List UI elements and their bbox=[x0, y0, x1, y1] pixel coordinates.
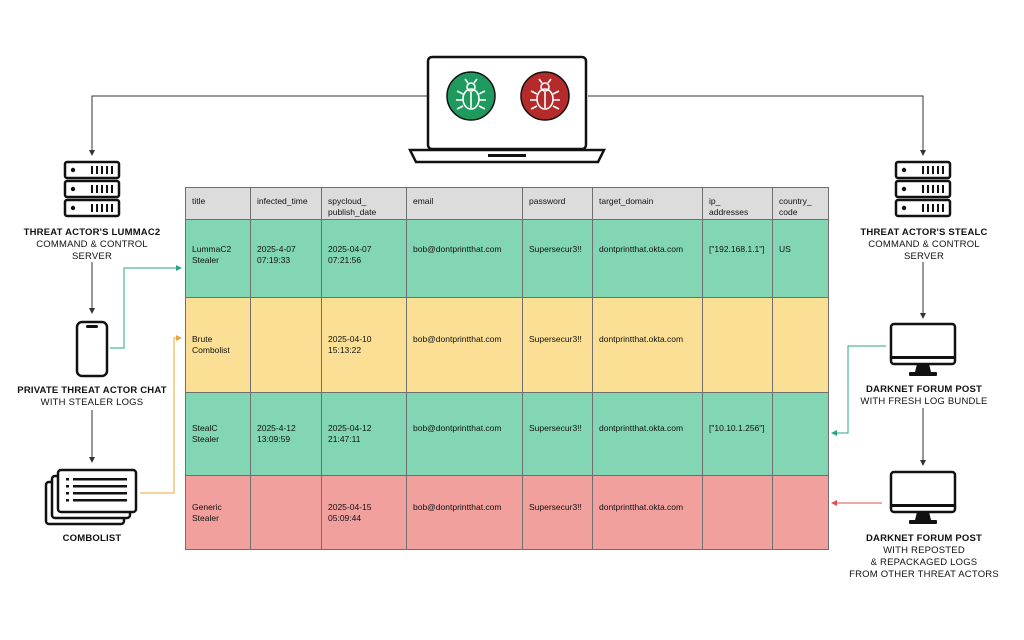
lummac2-server-title: THREAT ACTOR'S LUMMAC2 bbox=[23, 227, 161, 238]
cell-email: bob@dontprintthat.com bbox=[406, 392, 523, 476]
cell-password: Supersecur3!! bbox=[522, 475, 593, 550]
monitor-icon bbox=[889, 322, 957, 378]
forum-fresh-title: DARKNET FORUM POST bbox=[865, 384, 982, 395]
cell-title: LummaC2 Stealer bbox=[185, 219, 251, 298]
cell-infected-time: 2025-4-07 07:19:33 bbox=[250, 219, 322, 298]
stealc-server-line: COMMAND & CONTROL bbox=[868, 239, 980, 250]
column-header: email bbox=[406, 187, 523, 220]
lummac2-server-line: SERVER bbox=[71, 251, 113, 262]
cell-password: Supersecur3!! bbox=[522, 392, 593, 476]
column-header: spycloud_ publish_date bbox=[321, 187, 407, 220]
column-header: title bbox=[185, 187, 251, 220]
stealc-server-label: THREAT ACTOR'S STEALC COMMAND & CONTROL … bbox=[844, 227, 1004, 263]
cell-publish-date: 2025-04-07 07:21:56 bbox=[321, 219, 407, 298]
forum-repost-line: FROM OTHER THREAT ACTORS bbox=[849, 569, 999, 580]
monitor-icon bbox=[889, 470, 957, 526]
cell-ip-addresses bbox=[702, 297, 773, 393]
cell-country-code bbox=[772, 475, 829, 550]
cell-country-code: US bbox=[772, 219, 829, 298]
table-row: Brute Combolist 2025-04-10 15:13:22 bob@… bbox=[185, 297, 829, 393]
table-header-row: title infected_time spycloud_ publish_da… bbox=[185, 187, 829, 220]
combolist-title: COMBOLIST bbox=[62, 533, 122, 544]
forum-fresh-line: WITH FRESH LOG BUNDLE bbox=[860, 396, 988, 407]
column-header: country_ code bbox=[772, 187, 829, 220]
bug-icon bbox=[445, 70, 497, 122]
link-combolist-to-table bbox=[140, 335, 182, 494]
cell-title: Brute Combolist bbox=[185, 297, 251, 393]
cell-country-code bbox=[772, 297, 829, 393]
forum-repost-label: DARKNET FORUM POST WITH REPOSTED & REPAC… bbox=[834, 533, 1014, 581]
cell-country-code bbox=[772, 392, 829, 476]
forum-repost-line: WITH REPOSTED bbox=[883, 545, 965, 556]
server-icon bbox=[894, 160, 952, 220]
link-forum1-to-table bbox=[831, 345, 886, 436]
private-chat-label: PRIVATE THREAT ACTOR CHAT WITH STEALER L… bbox=[12, 385, 172, 409]
stealc-server-title: THREAT ACTOR'S STEALC bbox=[860, 227, 988, 238]
cell-infected-time: 2025-4-12 13:09:59 bbox=[250, 392, 322, 476]
column-header: infected_time bbox=[250, 187, 322, 220]
laptop-icon bbox=[407, 54, 607, 166]
cell-password: Supersecur3!! bbox=[522, 297, 593, 393]
link-laptop-to-stealc bbox=[588, 95, 926, 156]
cell-email: bob@dontprintthat.com bbox=[406, 297, 523, 393]
server-icon bbox=[63, 160, 121, 220]
cell-target-domain: dontprintthat.okta.com bbox=[592, 475, 703, 550]
cell-publish-date: 2025-04-15 05:09:44 bbox=[321, 475, 407, 550]
cell-email: bob@dontprintthat.com bbox=[406, 219, 523, 298]
cell-title: Generic Stealer bbox=[185, 475, 251, 550]
cell-ip-addresses: ["192.168.1.1"] bbox=[702, 219, 773, 298]
forum-repost-title: DARKNET FORUM POST bbox=[865, 533, 982, 544]
table-row: Generic Stealer 2025-04-15 05:09:44 bob@… bbox=[185, 475, 829, 550]
forum-fresh-label: DARKNET FORUM POST WITH FRESH LOG BUNDLE bbox=[844, 384, 1004, 408]
cell-password: Supersecur3!! bbox=[522, 219, 593, 298]
link-chat-to-table bbox=[110, 265, 182, 349]
column-header: target_domain bbox=[592, 187, 703, 220]
lummac2-server-line: COMMAND & CONTROL bbox=[36, 239, 148, 250]
table-row: StealC Stealer 2025-4-12 13:09:59 2025-0… bbox=[185, 392, 829, 476]
forum-repost-line: & REPACKAGED LOGS bbox=[870, 557, 978, 568]
lummac2-server-label: THREAT ACTOR'S LUMMAC2 COMMAND & CONTROL… bbox=[12, 227, 172, 263]
private-chat-title: PRIVATE THREAT ACTOR CHAT bbox=[17, 385, 167, 396]
table-row: LummaC2 Stealer 2025-4-07 07:19:33 2025-… bbox=[185, 219, 829, 298]
documents-icon bbox=[44, 468, 140, 526]
cell-title: StealC Stealer bbox=[185, 392, 251, 476]
link-laptop-to-lummac2 bbox=[89, 95, 428, 156]
column-header: password bbox=[522, 187, 593, 220]
cell-ip-addresses bbox=[702, 475, 773, 550]
cell-target-domain: dontprintthat.okta.com bbox=[592, 219, 703, 298]
phone-icon bbox=[75, 320, 109, 378]
column-header: ip_ addresses bbox=[702, 187, 773, 220]
bug-icon bbox=[519, 70, 571, 122]
cell-publish-date: 2025-04-12 21:47:11 bbox=[321, 392, 407, 476]
cell-infected-time bbox=[250, 297, 322, 393]
cell-email: bob@dontprintthat.com bbox=[406, 475, 523, 550]
cell-ip-addresses: ["10.10.1.256"] bbox=[702, 392, 773, 476]
private-chat-line: WITH STEALER LOGS bbox=[40, 397, 144, 408]
combolist-label: COMBOLIST bbox=[12, 533, 172, 545]
cell-target-domain: dontprintthat.okta.com bbox=[592, 392, 703, 476]
cell-publish-date: 2025-04-10 15:13:22 bbox=[321, 297, 407, 393]
stealc-server-line: SERVER bbox=[903, 251, 945, 262]
cell-target-domain: dontprintthat.okta.com bbox=[592, 297, 703, 393]
cell-infected-time bbox=[250, 475, 322, 550]
stealer-log-table: title infected_time spycloud_ publish_da… bbox=[185, 187, 829, 550]
